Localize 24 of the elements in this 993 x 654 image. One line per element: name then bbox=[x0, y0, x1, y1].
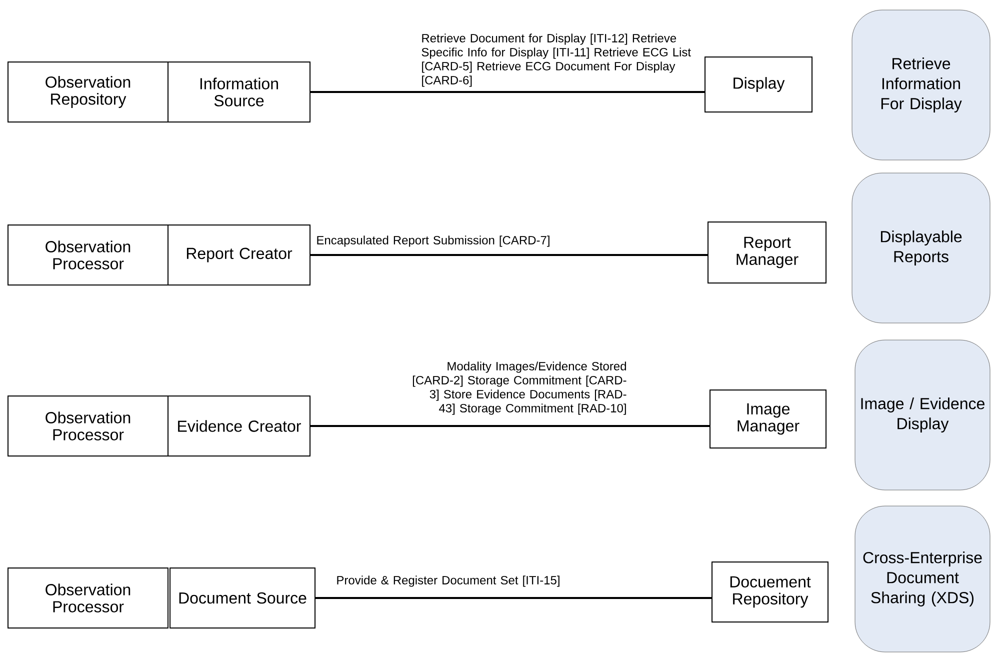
actor-box: Information Source bbox=[168, 62, 310, 122]
actor-box: Image Manager bbox=[710, 390, 826, 448]
actor-box: Observation Repository bbox=[8, 62, 168, 122]
actor-box: Observation Processor bbox=[8, 568, 168, 628]
edge-label: Modality Images/Evidence Stored [CARD-2] Storage Commitment [CARD-3] Store Evidence Documents [RAD-43] Storage Commitment [RAD-10] bbox=[412, 362, 626, 415]
profile-box: Cross-Enterprise Document Sharing (XDS) bbox=[854, 506, 990, 652]
actor-box: Document Source bbox=[170, 568, 316, 628]
profile-box: Displayable Reports bbox=[852, 172, 990, 324]
edge-label: Retrieve Document for Display [ITI-12] Retrieve Specific Info for Display [ITI-11] Retrieve ECG List [CARD-5] Retrieve ECG Document For Display [CARD-6] bbox=[422, 34, 691, 87]
connector-line bbox=[310, 91, 704, 93]
actor-box: Display bbox=[704, 56, 812, 112]
actor-box: Report Creator bbox=[168, 224, 310, 286]
connector-line bbox=[316, 597, 712, 599]
edge-label: Encapsulated Report Submission [CARD-7] bbox=[317, 236, 550, 247]
actor-box: Docuement Repository bbox=[712, 562, 828, 622]
actor-box: Observation Processor bbox=[8, 396, 168, 456]
edge-label: Provide & Register Document Set [ITI-15] bbox=[337, 576, 560, 587]
actor-box: Evidence Creator bbox=[168, 396, 310, 456]
connector-line bbox=[310, 425, 710, 427]
profile-box: Retrieve Information For Display bbox=[852, 10, 990, 160]
actor-box: Observation Processor bbox=[8, 224, 168, 286]
actor-box: Report Manager bbox=[708, 222, 826, 284]
connector-line bbox=[310, 254, 708, 256]
profile-box: Image / Evidence Display bbox=[854, 340, 990, 490]
